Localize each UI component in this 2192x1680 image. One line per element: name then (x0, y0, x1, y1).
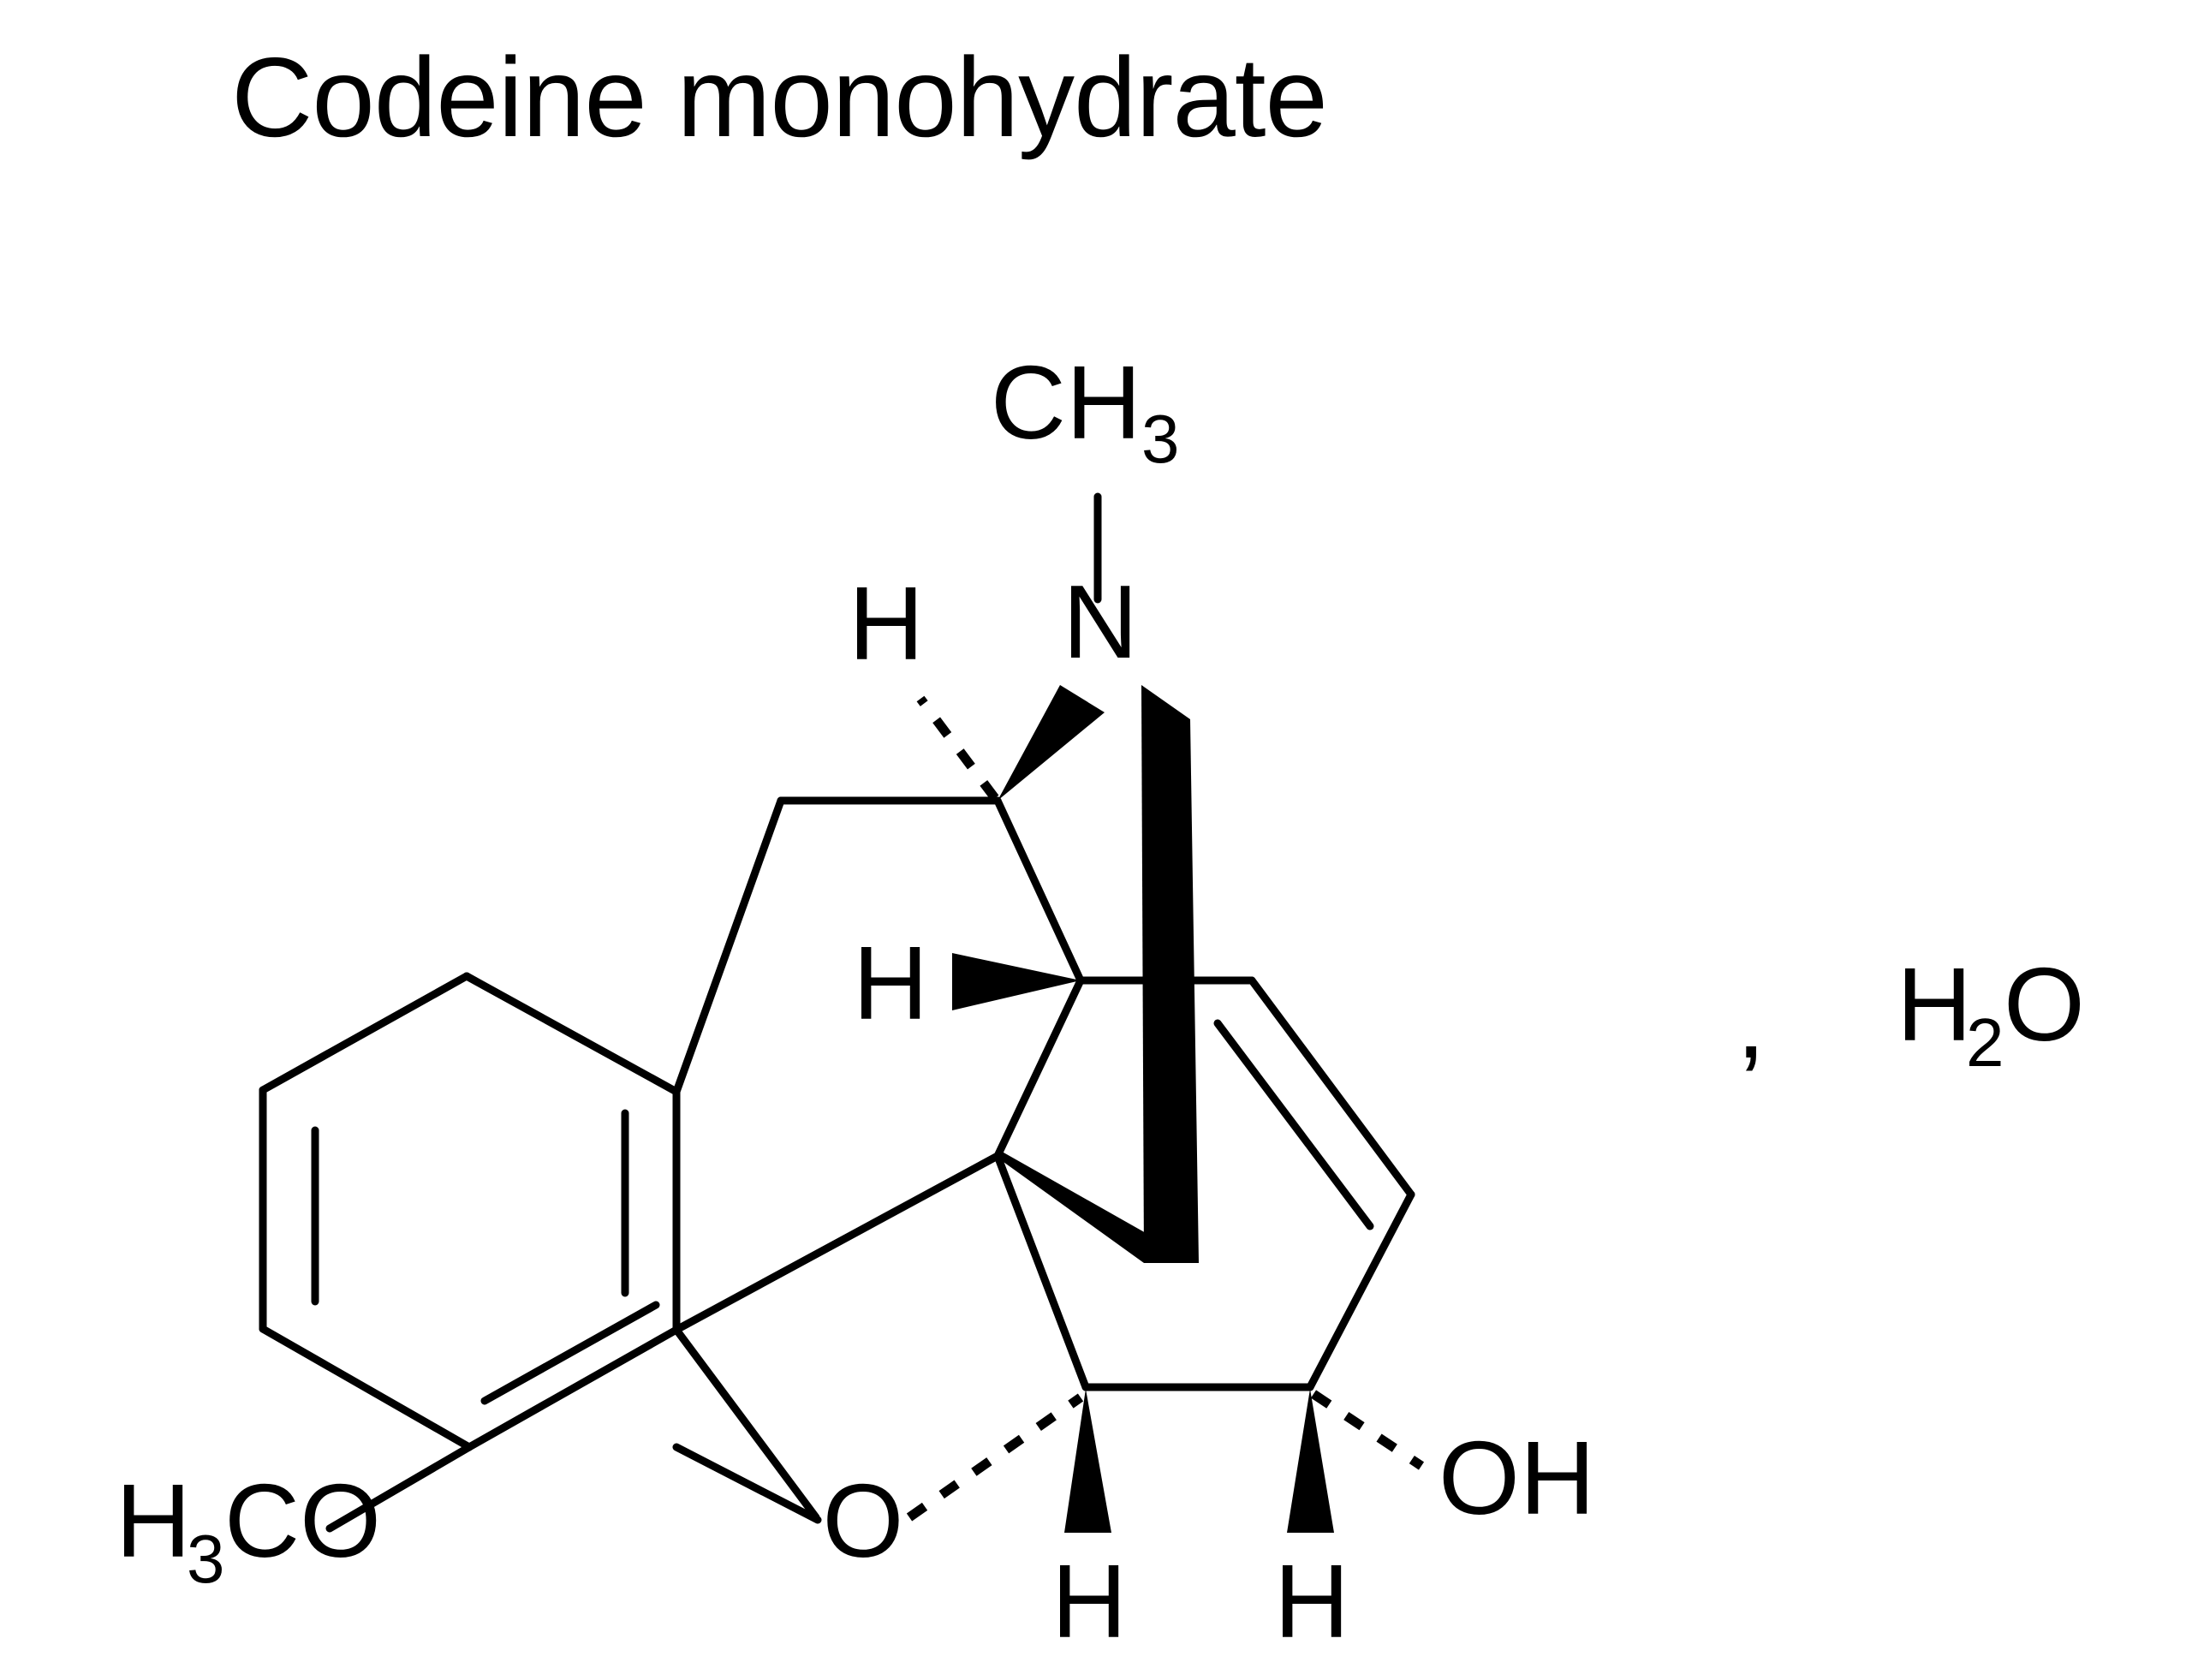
c14-hydrogen-label: H (853, 925, 928, 1041)
furan-ring (465, 1152, 1090, 1524)
hydroxyl-label-text: OH (1438, 1420, 1595, 1536)
c9-hydrogen-label: H (849, 565, 924, 682)
water-label-h: H (1897, 946, 1972, 1063)
c14-hydrogen-label-text: H (853, 925, 928, 1041)
methoxy-bond (325, 1443, 474, 1533)
nitrogen-label: N (1063, 563, 1138, 680)
c6-hydrogen-label-text: H (1274, 1543, 1349, 1659)
water-label-subscript: 2 (1966, 1004, 2004, 1081)
page-title: Codeine monohydrate (0, 41, 2192, 154)
c5-hydrogen-label: H (1051, 1543, 1127, 1659)
methyl-label-subscript: 3 (1141, 401, 1180, 477)
methoxy-label: H 3 CO (116, 1463, 381, 1597)
c5-hydrogen-label-text: H (1051, 1543, 1127, 1659)
aryl-oxygen-bond (672, 1326, 820, 1522)
cyclohexene-ring-e (1076, 976, 1415, 1391)
c9-nitrogen-wedge (998, 685, 1105, 801)
methoxy-label-subscript: 3 (187, 1521, 225, 1597)
methoxy-label-co: CO (224, 1463, 381, 1579)
hydrate-separator-text: , (1736, 963, 1766, 1080)
page-title-text: Codeine monohydrate (231, 34, 1328, 160)
methoxy-label-h: H (116, 1463, 191, 1579)
ether-oxygen-label-text: O (823, 1463, 904, 1579)
c14-hydrogen-wedge (952, 953, 1081, 1010)
c6-hydrogen-wedge (1287, 1389, 1334, 1533)
hydroxyl-label: OH (1438, 1420, 1595, 1536)
ethano-bridge-wedge (998, 685, 1199, 1263)
methyl-label: CH 3 (991, 344, 1180, 477)
aromatic-ring-a (259, 972, 681, 1451)
c5-hydrogen-wedge (1064, 1389, 1111, 1533)
water-label-o: O (2004, 946, 2085, 1063)
c6-hydroxyl-dashed-bond (1310, 1390, 1425, 1470)
oxygen-c5-dashed-bond (906, 1393, 1084, 1522)
ether-oxygen-label: O (823, 1463, 904, 1579)
c6-hydrogen-label: H (1274, 1543, 1349, 1659)
ring-c (672, 796, 1085, 1334)
nitrogen-label-text: N (1063, 563, 1138, 680)
c9-hydrogen-label-text: H (849, 565, 924, 682)
c9-hydrogen-dashed-bond (916, 695, 999, 801)
hydrate-separator: , (1736, 963, 1766, 1080)
methyl-label-text: CH (991, 344, 1141, 461)
water-label: H 2 O (1897, 946, 2085, 1081)
